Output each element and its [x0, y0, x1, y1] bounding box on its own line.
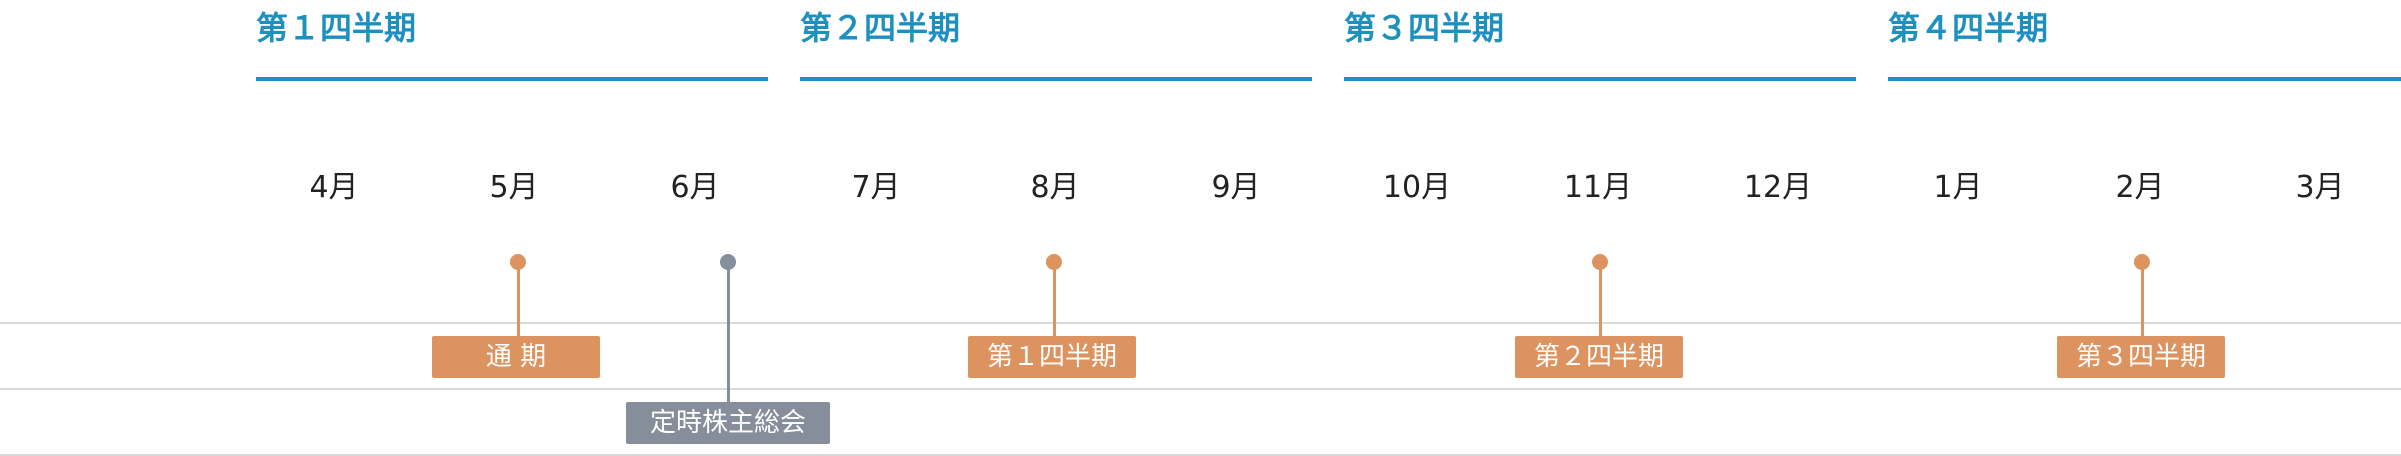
- month-label-aug: 8月: [1030, 170, 1080, 205]
- event-dot: [510, 254, 526, 270]
- event-stem: [1052, 262, 1056, 336]
- quarter-title: 第１四半期: [256, 9, 417, 47]
- event-dot: [1592, 254, 1608, 270]
- month-label-jul: 7月: [851, 170, 901, 205]
- event-badge: 第１四半期: [968, 336, 1136, 378]
- quarter-title: 第４四半期: [1888, 9, 2049, 47]
- month-label-jun: 6月: [670, 170, 720, 205]
- quarter-title: 第３四半期: [1344, 9, 1505, 47]
- month-label-apr: 4月: [309, 170, 359, 205]
- month-label-oct: 10月: [1382, 170, 1452, 205]
- event-dot: [720, 254, 736, 270]
- event-stem: [726, 262, 730, 402]
- event-stem: [2140, 262, 2144, 336]
- event-dot: [2134, 254, 2150, 270]
- event-stem: [1598, 262, 1602, 336]
- month-label-may: 5月: [489, 170, 539, 205]
- quarter-underline: [800, 77, 1312, 81]
- month-label-feb: 2月: [2115, 170, 2165, 205]
- quarter-title: 第２四半期: [800, 9, 961, 47]
- event-badge: 定時株主総会: [626, 402, 830, 444]
- month-label-mar: 3月: [2295, 170, 2345, 205]
- quarter-underline: [256, 77, 768, 81]
- row-divider: [0, 322, 2401, 324]
- month-label-dec: 12月: [1743, 170, 1813, 205]
- month-label-sep: 9月: [1211, 170, 1261, 205]
- quarter-underline: [1888, 77, 2401, 81]
- event-badge: 通 期: [432, 336, 600, 378]
- event-badge: 第２四半期: [1515, 336, 1683, 378]
- event-dot: [1046, 254, 1062, 270]
- event-badge: 第３四半期: [2057, 336, 2225, 378]
- row-divider: [0, 454, 2401, 456]
- month-label-nov: 11月: [1563, 170, 1633, 205]
- event-stem: [516, 262, 520, 336]
- quarter-underline: [1344, 77, 1856, 81]
- row-divider: [0, 388, 2401, 390]
- month-label-jan: 1月: [1933, 170, 1983, 205]
